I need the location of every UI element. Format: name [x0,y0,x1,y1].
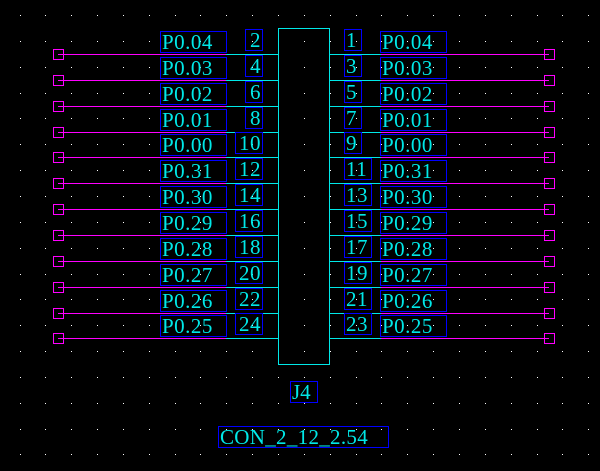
port-right-P0-25[interactable] [544,333,555,344]
port-left-P0-31[interactable] [53,178,64,189]
pin-number-15[interactable]: 15 [344,210,372,232]
net-label-left-pin-18[interactable]: P0.28 [160,238,227,260]
port-left-P0-00[interactable] [53,152,64,163]
net-label-right-pin-11[interactable]: P0.31 [380,160,447,182]
port-left-P0-02[interactable] [53,101,64,112]
pin-number-12[interactable]: 12 [235,158,263,180]
net-label-right-pin-23[interactable]: P0.25 [380,315,447,337]
pin-number-13[interactable]: 13 [344,184,372,206]
net-label-left-pin-16[interactable]: P0.29 [160,212,227,234]
net-label-right-pin-5[interactable]: P0.02 [380,83,447,105]
net-label-left-pin-10[interactable]: P0.00 [160,134,227,156]
net-label-left-pin-24[interactable]: P0.25 [160,315,227,337]
component-value[interactable]: CON_2_12_2.54 [218,426,389,448]
net-label-left-pin-4[interactable]: P0.03 [160,57,227,79]
port-right-P0-00[interactable] [544,152,555,163]
port-left-P0-30[interactable] [53,204,64,215]
pin-number-14[interactable]: 14 [235,184,263,206]
pin-number-23[interactable]: 23 [344,313,372,335]
pin-number-7[interactable]: 7 [344,107,362,129]
pin-number-21[interactable]: 21 [344,288,372,310]
pin-number-1[interactable]: 1 [344,29,362,51]
pin-number-6[interactable]: 6 [245,81,263,103]
net-label-right-pin-1[interactable]: P0.04 [380,31,447,53]
pin-number-10[interactable]: 10 [235,132,263,154]
pin-number-8[interactable]: 8 [245,107,263,129]
net-label-right-pin-17[interactable]: P0.28 [380,238,447,260]
net-label-left-pin-2[interactable]: P0.04 [160,31,227,53]
pin-number-2[interactable]: 2 [245,29,263,51]
net-label-left-pin-12[interactable]: P0.31 [160,160,227,182]
port-right-P0-01[interactable] [544,127,555,138]
port-right-P0-29[interactable] [544,230,555,241]
pin-number-5[interactable]: 5 [344,81,362,103]
net-label-right-pin-7[interactable]: P0.01 [380,109,447,131]
port-right-P0-02[interactable] [544,101,555,112]
port-right-P0-26[interactable] [544,308,555,319]
pin-number-4[interactable]: 4 [245,55,263,77]
port-left-P0-04[interactable] [53,49,64,60]
pin-number-20[interactable]: 20 [235,262,263,284]
pin-number-11[interactable]: 11 [344,158,372,180]
pin-number-16[interactable]: 16 [235,210,263,232]
component-designator[interactable]: J4 [290,381,318,403]
port-right-P0-27[interactable] [544,282,555,293]
port-left-P0-28[interactable] [53,256,64,267]
port-left-P0-26[interactable] [53,308,64,319]
net-label-right-pin-15[interactable]: P0.29 [380,212,447,234]
net-label-left-pin-14[interactable]: P0.30 [160,186,227,208]
port-left-P0-27[interactable] [53,282,64,293]
pin-number-3[interactable]: 3 [344,55,362,77]
pin-number-24[interactable]: 24 [235,313,263,335]
port-left-P0-03[interactable] [53,75,64,86]
port-right-P0-31[interactable] [544,178,555,189]
pin-number-9[interactable]: 9 [344,132,362,154]
port-left-P0-25[interactable] [53,333,64,344]
net-label-left-pin-22[interactable]: P0.26 [160,290,227,312]
grid-dots [20,15,589,455]
port-left-P0-29[interactable] [53,230,64,241]
port-right-P0-30[interactable] [544,204,555,215]
connector-body[interactable] [278,28,330,365]
net-label-right-pin-21[interactable]: P0.26 [380,290,447,312]
net-label-right-pin-3[interactable]: P0.03 [380,57,447,79]
port-right-P0-28[interactable] [544,256,555,267]
pin-number-22[interactable]: 22 [235,288,263,310]
net-label-left-pin-8[interactable]: P0.01 [160,109,227,131]
net-label-right-pin-9[interactable]: P0.00 [380,134,447,156]
net-label-right-pin-13[interactable]: P0.30 [380,186,447,208]
pin-number-17[interactable]: 17 [344,236,372,258]
port-left-P0-01[interactable] [53,127,64,138]
port-right-P0-04[interactable] [544,49,555,60]
net-label-left-pin-20[interactable]: P0.27 [160,264,227,286]
pin-number-18[interactable]: 18 [235,236,263,258]
pin-number-19[interactable]: 19 [344,262,372,284]
net-label-left-pin-6[interactable]: P0.02 [160,83,227,105]
port-right-P0-03[interactable] [544,75,555,86]
net-label-right-pin-19[interactable]: P0.27 [380,264,447,286]
